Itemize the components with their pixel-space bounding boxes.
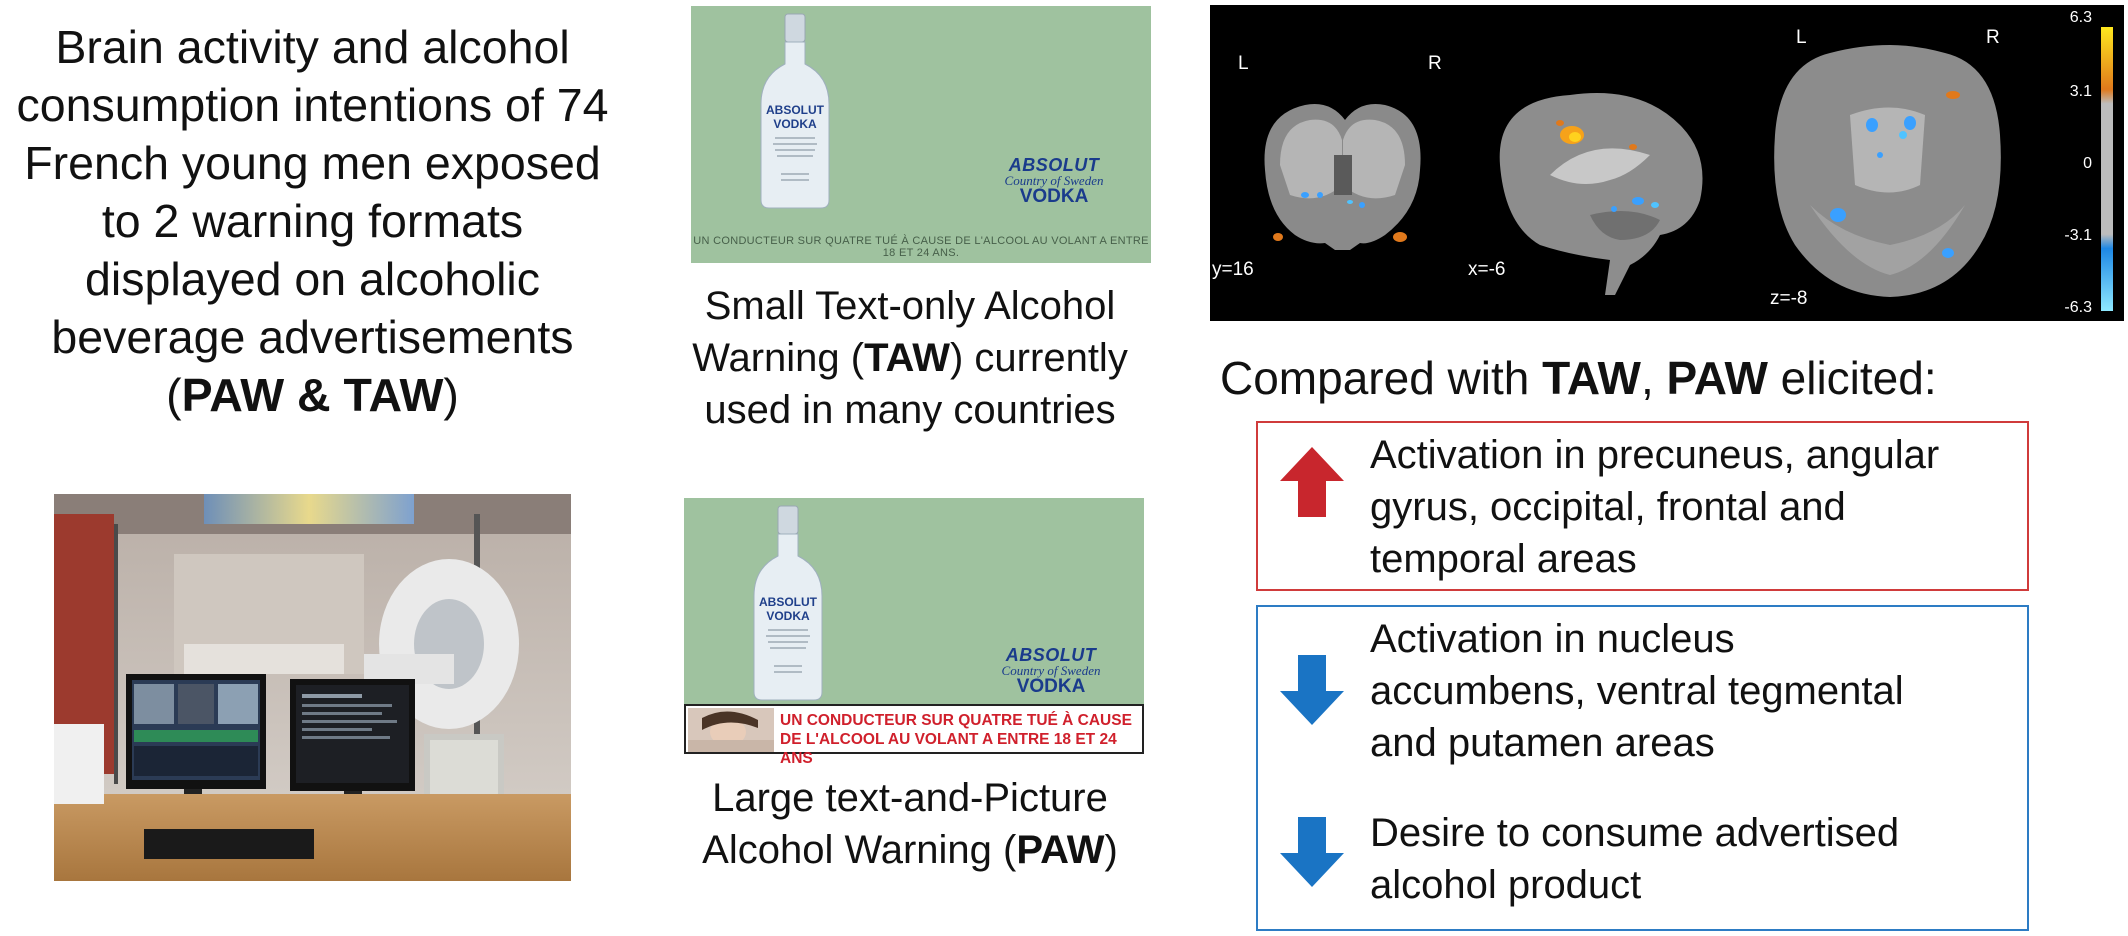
- colorbar: [2101, 27, 2113, 311]
- caption-line: Large text-and-Picture: [712, 776, 1108, 820]
- title-line: consumption intentions of 74: [16, 79, 609, 131]
- vodka-bottle-image: ABSOLUT VODKA: [753, 505, 823, 701]
- coronal-slice: [1264, 104, 1421, 250]
- caption-line: Alcohol Warning (PAW): [660, 824, 1160, 876]
- paw-warning-banner: UN CONDUCTEUR SUR QUATRE TUÉ À CAUSE DE …: [684, 704, 1144, 767]
- decrease-findings-box: Activation in nucleus accumbens, ventral…: [1256, 605, 2029, 931]
- taw-caption: Small Text-only Alcohol Warning (TAW) cu…: [660, 280, 1160, 436]
- caption-abbrev: PAW: [1016, 828, 1105, 872]
- left-hemisphere-label: L: [1238, 53, 1249, 74]
- caption-text: ) currently: [950, 336, 1128, 380]
- mri-room-illustration: [54, 494, 571, 881]
- study-title: Brain activity and alcohol consumption i…: [0, 18, 625, 424]
- fmri-brain-slices: L R L R y=16 x=-6 z=-8 6.3 3.1 0 -3.1 -6…: [1210, 5, 2124, 321]
- title-line: displayed on alcoholic: [85, 253, 540, 305]
- right-hemisphere-label: R: [1428, 53, 1442, 74]
- finding-line: gyrus, occipital, frontal and: [1370, 485, 1846, 529]
- caption-text: ): [1104, 828, 1118, 872]
- finding-line: accumbens, ventral tegmental: [1370, 669, 1904, 713]
- finding-line: Activation in nucleus: [1370, 617, 1735, 661]
- decrease-finding: Activation in nucleus accumbens, ventral…: [1370, 613, 1904, 769]
- paw-warning-text: UN CONDUCTEUR SUR QUATRE TUÉ À CAUSE DE …: [780, 711, 1138, 768]
- axial-coordinate: z=-8: [1770, 288, 1808, 309]
- title-line: beverage advertisements: [51, 311, 574, 363]
- increase-finding: Activation in precuneus, angular gyrus, …: [1370, 429, 1939, 585]
- coronal-coordinate: y=16: [1212, 259, 1254, 280]
- heading-abbrev: PAW: [1666, 352, 1768, 404]
- absolut-logo: ABSOLUT Country of Sweden VODKA: [996, 646, 1106, 696]
- heading-text: elicited:: [1767, 352, 1937, 404]
- title-line: Brain activity and alcohol: [55, 21, 570, 73]
- caption-text: Alcohol Warning (: [702, 828, 1017, 872]
- logo-brand: ABSOLUT: [1005, 645, 1097, 665]
- vodka-bottle-image: ABSOLUT VODKA: [760, 13, 830, 209]
- logo-origin: Country of Sweden: [1001, 663, 1101, 678]
- heading-text: ,: [1640, 352, 1667, 404]
- warning-photo-face: [688, 708, 774, 752]
- caption-line: Warning (TAW) currently: [660, 332, 1160, 384]
- paw-warning-line: DE L'ALCOOL AU VOLANT A ENTRE 18 ET 24 A…: [780, 731, 1117, 767]
- finding-line: temporal areas: [1370, 537, 1637, 581]
- absolut-logo: ABSOLUT Country of Sweden VODKA: [999, 156, 1109, 206]
- paw-caption: Large text-and-Picture Alcohol Warning (…: [660, 772, 1160, 876]
- axial-slice: [1774, 45, 2001, 297]
- taw-advertisement: ABSOLUT VODKA ABSOLUT Country of Sweden …: [691, 6, 1151, 263]
- svg-text:VODKA: VODKA: [773, 117, 817, 131]
- paw-advertisement: ABSOLUT VODKA ABSOLUT Country of Sweden …: [684, 498, 1144, 767]
- results-heading: Compared with TAW, PAW elicited:: [1220, 350, 2120, 406]
- colorbar-tick: -3.1: [2064, 227, 2092, 244]
- caption-line: used in many countries: [704, 388, 1116, 432]
- logo-product: VODKA: [1019, 186, 1089, 207]
- sagittal-slice: [1499, 93, 1703, 295]
- title-paren-close: ): [443, 369, 459, 421]
- caption-text: Warning (: [692, 336, 865, 380]
- colorbar-tick: -6.3: [2064, 299, 2092, 316]
- title-bold-abbrev: PAW & TAW: [181, 369, 444, 421]
- finding-line: and putamen areas: [1370, 721, 1715, 765]
- colorbar-tick: 6.3: [2069, 9, 2092, 26]
- paw-warning-line: UN CONDUCTEUR SUR QUATRE TUÉ À CAUSE: [780, 712, 1132, 729]
- colorbar-tick: 0: [2083, 155, 2092, 172]
- sagittal-coordinate: x=-6: [1468, 259, 1506, 280]
- svg-text:ABSOLUT: ABSOLUT: [766, 103, 825, 117]
- decrease-finding: Desire to consume advertised alcohol pro…: [1370, 807, 1899, 911]
- down-arrow-icon: [1280, 655, 1344, 725]
- svg-text:VODKA: VODKA: [766, 609, 810, 623]
- finding-line: Desire to consume advertised: [1370, 811, 1900, 855]
- right-hemisphere-label: R: [1986, 27, 2000, 48]
- finding-line: Activation in precuneus, angular: [1370, 433, 1940, 477]
- svg-text:ABSOLUT: ABSOLUT: [759, 595, 818, 609]
- left-hemisphere-label: L: [1796, 27, 1807, 48]
- brain-slices-image: [1264, 27, 2113, 311]
- caption-abbrev: TAW: [864, 336, 950, 380]
- increase-findings-box: Activation in precuneus, angular gyrus, …: [1256, 421, 2029, 591]
- title-paren-open: (: [166, 369, 182, 421]
- down-arrow-icon: [1280, 817, 1344, 887]
- logo-origin: Country of Sweden: [1004, 173, 1104, 188]
- heading-text: Compared with: [1220, 352, 1543, 404]
- taw-warning-text: UN CONDUCTEUR SUR QUATRE TUÉ À CAUSE DE …: [693, 235, 1149, 259]
- colorbar-tick: 3.1: [2069, 83, 2092, 100]
- title-line: to 2 warning formats: [101, 195, 524, 247]
- logo-product: VODKA: [1016, 676, 1086, 697]
- finding-line: alcohol product: [1370, 863, 1642, 907]
- up-arrow-icon: [1280, 447, 1344, 517]
- title-line: (PAW & TAW): [0, 366, 625, 424]
- title-line: French young men exposed: [24, 137, 601, 189]
- mri-control-room-photo: [54, 494, 571, 881]
- logo-brand: ABSOLUT: [1008, 155, 1100, 175]
- caption-line: Small Text-only Alcohol: [704, 284, 1116, 328]
- heading-abbrev: TAW: [1542, 352, 1641, 404]
